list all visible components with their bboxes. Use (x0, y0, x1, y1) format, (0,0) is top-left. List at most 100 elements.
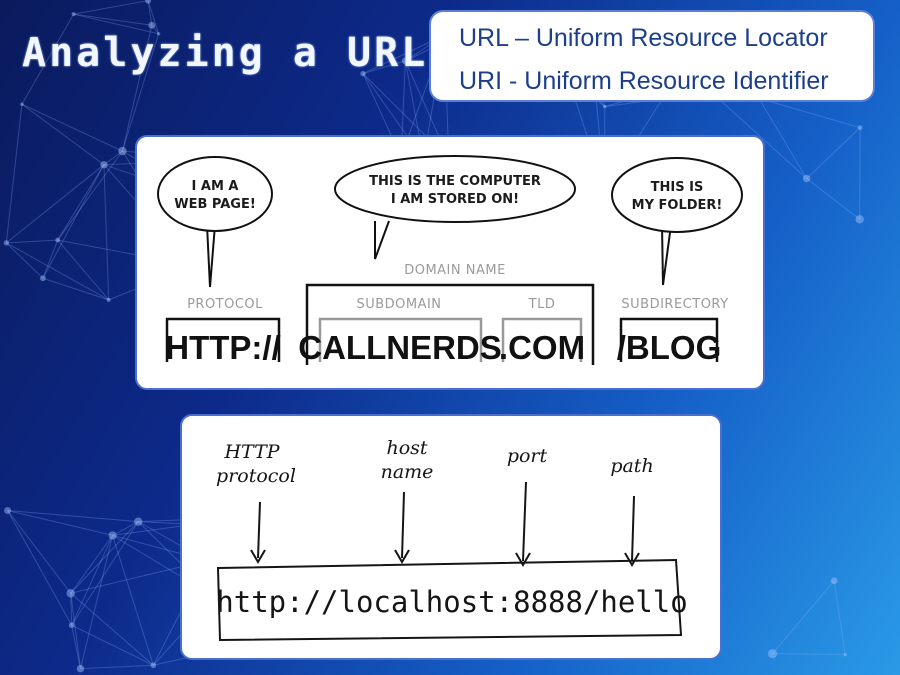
network-node (39, 275, 46, 282)
network-link (758, 98, 808, 179)
network-link (7, 510, 72, 594)
speech-bubble-domain: THIS IS THE COMPUTER I AM STORED ON! (334, 155, 576, 260)
network-link (42, 239, 59, 279)
network-link (833, 580, 846, 655)
network-link (806, 127, 861, 179)
speech-bubble-protocol: I AM A WEB PAGE! (157, 156, 273, 288)
url-sketch-box (216, 558, 683, 642)
network-link (147, 0, 160, 34)
network-link (80, 664, 154, 670)
network-node (802, 174, 811, 183)
network-node (68, 622, 75, 629)
network-link (758, 97, 861, 129)
network-link (711, 91, 807, 179)
host-hand-label-line1: host (386, 437, 427, 459)
network-link (42, 164, 105, 279)
protocol-bracket (165, 317, 281, 362)
network-link (21, 103, 105, 166)
network-link (80, 535, 114, 669)
url-components-panel: HTTP protocol host name port path http:/… (180, 414, 722, 660)
network-node (134, 517, 143, 526)
subdomain-bracket (318, 317, 483, 362)
pointer-arrows (250, 481, 640, 567)
tld-label: TLD (528, 297, 556, 312)
slide-title: Analyzing a URL (22, 30, 429, 76)
domain-name-label: DOMAIN NAME (404, 263, 506, 278)
network-link (5, 242, 44, 279)
bubble-text-line: I AM A (192, 179, 239, 194)
network-link (57, 150, 123, 241)
network-node (106, 297, 111, 302)
network-link (73, 13, 159, 35)
bubble-outline (334, 155, 576, 223)
network-link (5, 104, 23, 243)
network-node (145, 0, 152, 4)
url-part-subdomain: CALLNERDS (298, 329, 502, 366)
url-anatomy-panel: I AM A WEB PAGE! THIS IS THE COMPUTER I … (135, 135, 765, 390)
port-arrow (522, 481, 527, 562)
url-part-tld: .COM (499, 329, 585, 366)
network-node (830, 577, 838, 585)
network-link (772, 580, 835, 654)
network-node (150, 662, 157, 669)
network-link (21, 13, 75, 105)
port-hand-label: port (507, 445, 548, 467)
network-node (20, 102, 24, 106)
network-node (55, 237, 61, 243)
protocol-arrow (257, 501, 261, 559)
url-components-diagram: HTTP protocol host name port path http:/… (216, 437, 688, 642)
bubble-outline (611, 157, 743, 233)
host-arrow (401, 491, 405, 559)
protocol-hand-label-line2: protocol (216, 465, 296, 487)
network-link (70, 521, 139, 594)
uri-definition: URI - Uniform Resource Identifier (459, 67, 829, 95)
network-link (6, 242, 109, 301)
network-link (42, 277, 109, 301)
network-link (5, 164, 105, 244)
protocol-label: PROTOCOL (187, 297, 263, 312)
bubble-text-line: MY FOLDER! (632, 198, 723, 213)
network-link (112, 521, 139, 536)
protocol-hand-label-line1: HTTP (223, 441, 280, 463)
network-link (7, 509, 139, 523)
network-link (103, 164, 110, 300)
speech-bubble-folder: THIS IS MY FOLDER! (611, 157, 743, 286)
network-link (21, 103, 123, 152)
network-link (112, 535, 154, 666)
network-link (147, 0, 153, 26)
network-node (855, 215, 864, 224)
host-hand-label-line2: name (381, 461, 434, 483)
port-arrowhead (515, 552, 531, 567)
subdirectory-bracket (619, 317, 719, 362)
protocol-arrowhead (250, 549, 266, 564)
network-link (70, 592, 154, 666)
bubble-text-line: THIS IS (651, 180, 704, 195)
definitions-box: URL – Uniform Resource Locator URI - Uni… (429, 10, 875, 102)
bubble-outline (157, 156, 273, 232)
network-node (156, 32, 161, 36)
subdirectory-label: SUBDIRECTORY (621, 297, 728, 312)
network-node (118, 146, 127, 156)
network-node (148, 21, 156, 29)
url-part-subdirectory: /BLOG (617, 329, 722, 366)
network-link (121, 33, 160, 152)
network-link (7, 510, 73, 626)
network-link (73, 0, 149, 15)
url-definition: URL – Uniform Resource Locator (459, 24, 828, 52)
network-link (57, 239, 110, 301)
network-link (6, 239, 58, 244)
network-link (71, 535, 114, 626)
path-arrow (631, 495, 635, 562)
network-link (71, 624, 154, 666)
bubble-text-line: THIS IS THE COMPUTER (369, 174, 541, 189)
path-hand-label: path (610, 455, 653, 477)
network-link (121, 25, 153, 152)
network-link (772, 653, 846, 656)
host-arrowhead (394, 549, 410, 564)
network-node (108, 531, 117, 540)
url-anatomy-diagram: I AM A WEB PAGE! THIS IS THE COMPUTER I … (157, 155, 743, 366)
network-link (71, 521, 139, 626)
url-part-protocol: HTTP:// (165, 329, 280, 366)
bubble-text-line: WEB PAGE! (174, 197, 256, 212)
network-link (70, 535, 113, 594)
